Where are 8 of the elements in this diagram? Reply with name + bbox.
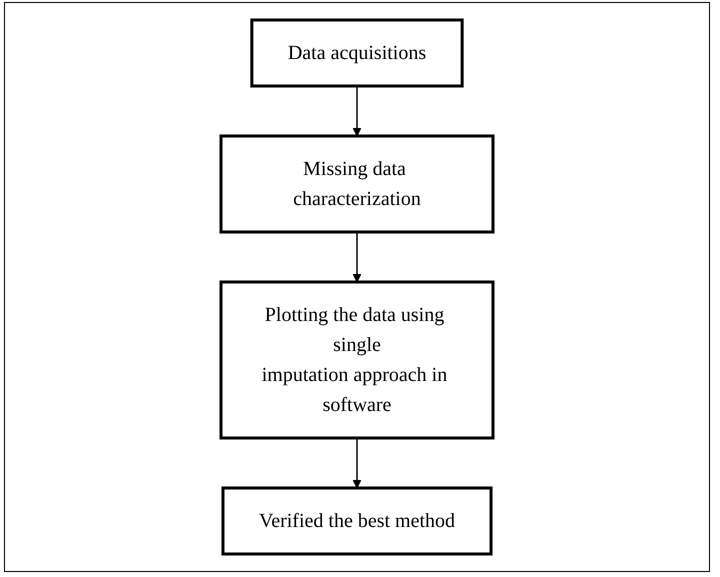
node-box [250,18,464,88]
arrow [352,438,362,488]
arrow [352,232,362,282]
arrow [352,86,362,136]
page-frame: Data acquisitions Missing data characterization Plotting the data using single imputation approach in software Verified the best method [4,2,710,572]
node-box [220,134,494,234]
node-box [220,280,494,440]
node-box [221,486,493,556]
